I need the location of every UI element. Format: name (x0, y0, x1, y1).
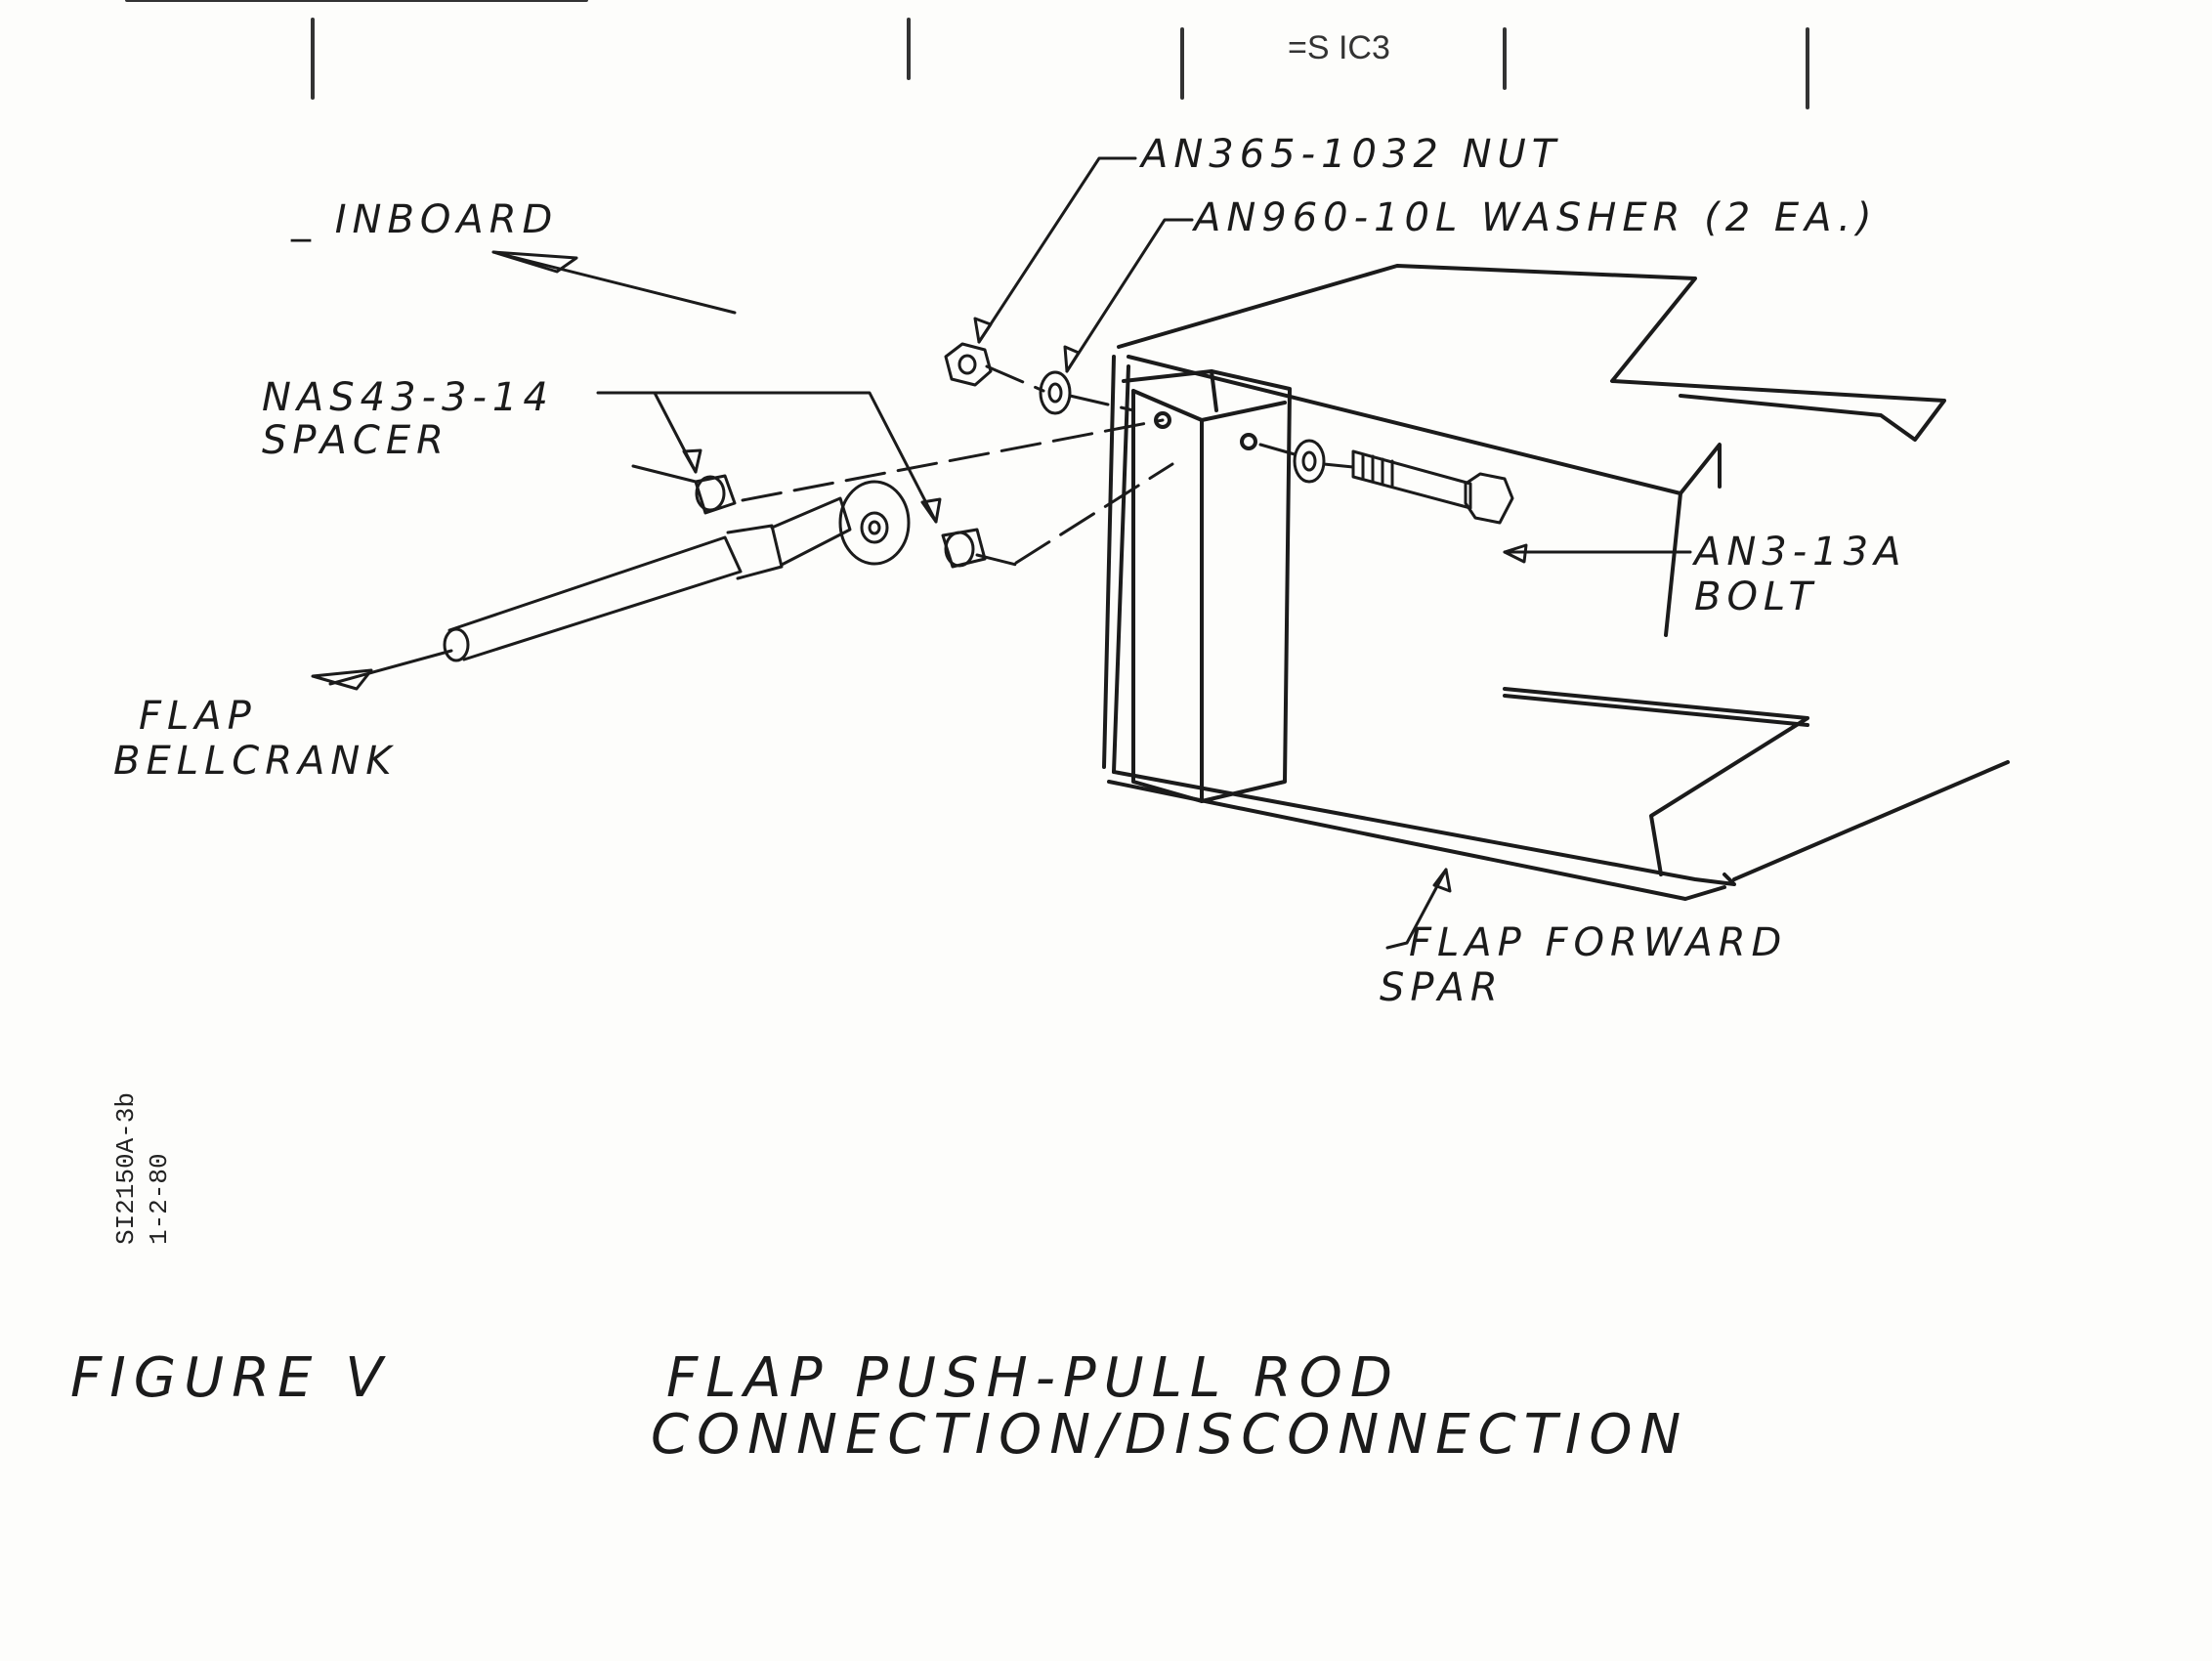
spar-label-line1: FLAP FORWARD (1409, 920, 1788, 965)
bolt-label-name: BOLT (1694, 575, 1818, 619)
figure-title-line2: CONNECTION/DISCONNECTION (651, 1403, 1689, 1467)
attach-fitting (1122, 369, 1292, 803)
bellcrank-label-line1: FLAP (139, 694, 257, 739)
spacer-label-name: SPACER (262, 418, 449, 463)
washer-parts (1039, 370, 1326, 484)
spacer-label-part: NAS43-3-14 (262, 375, 554, 420)
inboard-label: _ INBOARD (291, 197, 558, 242)
scan-marks (125, 0, 1809, 109)
inboard-text: INBOARD (334, 197, 559, 242)
bellcrank-label-line2: BELLCRANK (113, 739, 398, 784)
nut-part (944, 342, 993, 387)
figure-title-line1: FLAP PUSH-PULL ROD (666, 1346, 1400, 1410)
inboard-dash: _ (291, 197, 335, 242)
inboard-arrow (491, 250, 737, 315)
bolt-part (1351, 449, 1514, 525)
figure-number: FIGURE V (70, 1346, 391, 1410)
spacer-parts (694, 474, 987, 569)
doc-number: SI2150A-3b (111, 1092, 141, 1246)
push-pull-rod (443, 480, 911, 662)
header-fragment: =S IC3 (1288, 29, 1390, 66)
flap-forward-spar (1102, 264, 2010, 901)
doc-date: 1-2-80 (145, 1153, 174, 1246)
nut-label: AN365-1032 NUT (1141, 132, 1562, 177)
bellcrank-arrow (311, 649, 453, 691)
document-reference: SI2150A-3b 1-2-80 (109, 1092, 176, 1245)
alignment-lines (741, 364, 1355, 567)
bolt-label-part: AN3-13A (1694, 530, 1907, 575)
spar-label-line2: SPAR (1380, 965, 1504, 1010)
leader-lines (596, 156, 1692, 950)
washer-label: AN960-10L WASHER (2 EA.) (1194, 195, 1878, 240)
